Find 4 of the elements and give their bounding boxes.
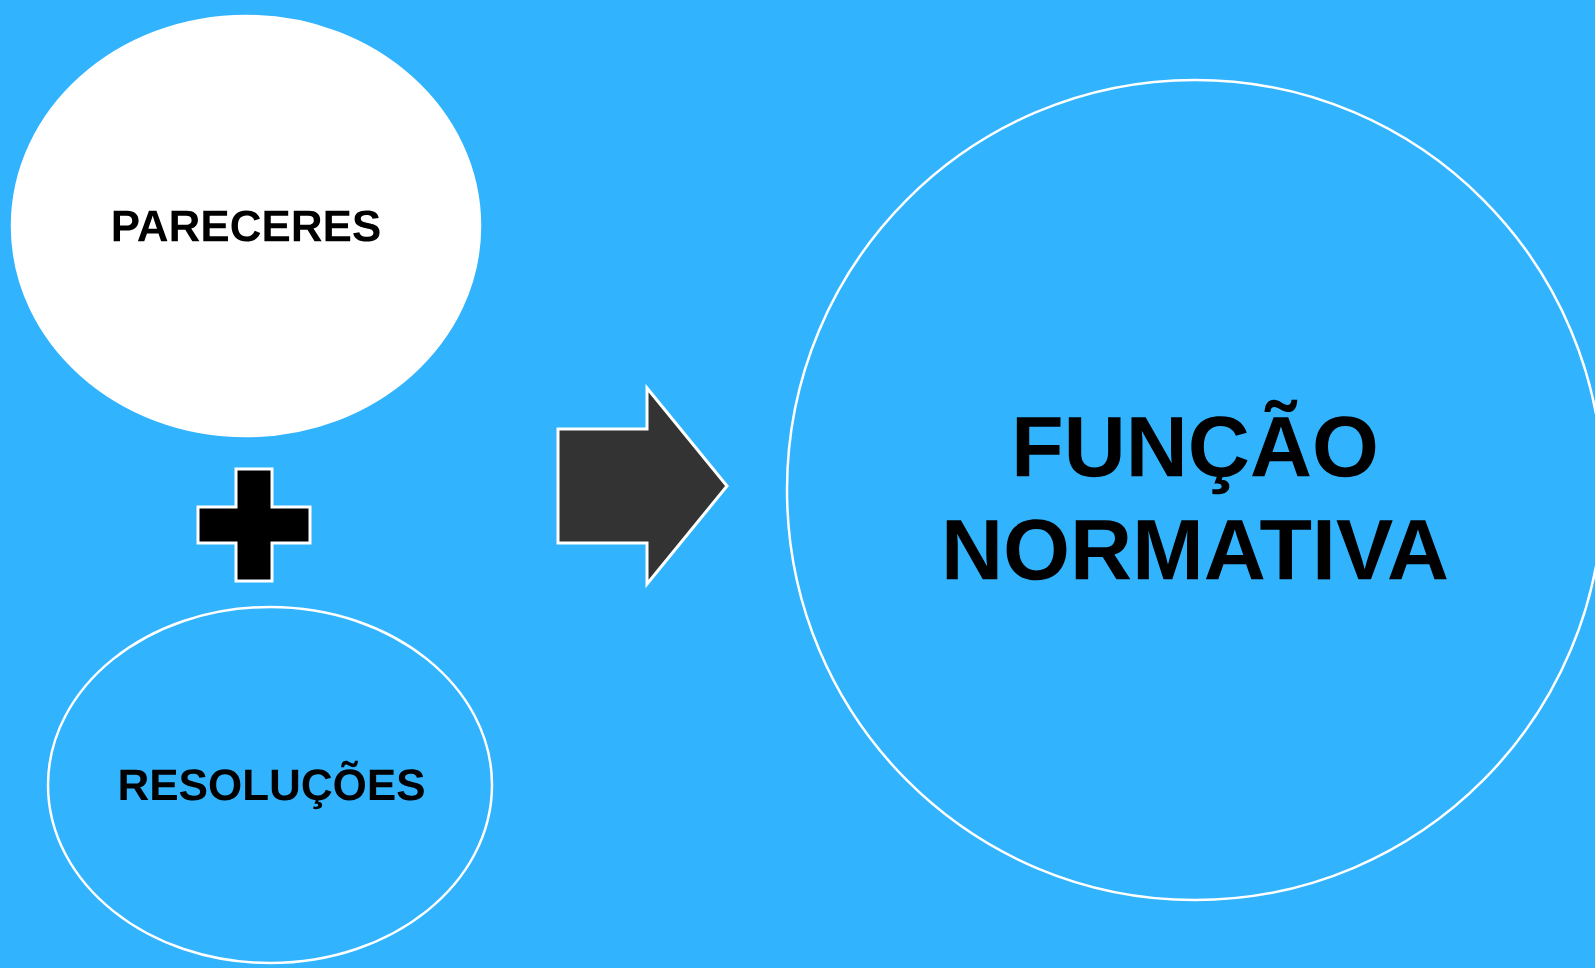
ellipse-node: RESOLUÇÕES (46, 605, 494, 965)
ellipse-node: PARECERES (10, 14, 482, 438)
plus-sign (196, 467, 312, 583)
block-arrow (556, 383, 729, 589)
